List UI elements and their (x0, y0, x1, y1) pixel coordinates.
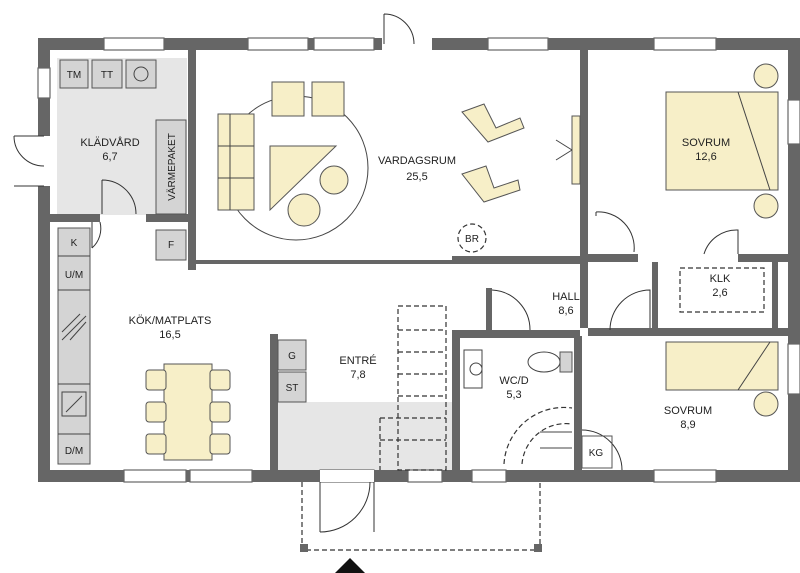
living-room-furniture (217, 81, 581, 253)
doors (13, 13, 739, 533)
porch (300, 482, 542, 573)
room-name-klk: KLK (710, 273, 731, 285)
room-name-vardagsrum: VARDAGSRUM (378, 155, 456, 167)
interior-walls (50, 50, 788, 470)
laundry-fixtures (59, 59, 187, 261)
room-name-hall: HALL (552, 291, 580, 303)
f-label: F (168, 240, 174, 251)
room-area-entre: 7,8 (350, 369, 365, 381)
room-name-kok: KÖK/MATPLATS (129, 315, 212, 327)
br-label: BR (465, 234, 479, 245)
room-area-wcd: 5,3 (506, 389, 521, 401)
g-label: G (288, 351, 296, 362)
tt-label: TT (101, 70, 113, 81)
tm-label: TM (67, 70, 81, 81)
k-label: K (71, 238, 78, 249)
kg-label: KG (589, 448, 604, 459)
room-area-kladvard: 6,7 (102, 151, 117, 163)
kitchen-counter (57, 227, 91, 465)
varmepaket-label: VÄRMEPAKET (166, 133, 178, 201)
dining-table (145, 363, 231, 461)
room-area-klk: 2,6 (712, 287, 727, 299)
bathroom-fixtures (463, 349, 573, 465)
room-area-sovrum-top: 12,6 (695, 151, 716, 163)
room-name-kladvard: KLÄDVÅRD (80, 136, 139, 149)
st-label: ST (286, 383, 299, 394)
room-area-sovrum-bottom: 8,9 (680, 419, 695, 431)
um-label: U/M (65, 270, 83, 281)
closet (679, 267, 765, 313)
staircase (379, 305, 447, 471)
windows (37, 37, 800, 483)
room-area-kok: 16,5 (159, 329, 180, 341)
entrance-wardrobe (277, 339, 307, 403)
dm-label: D/M (65, 446, 83, 457)
bedroom-bottom-furniture (665, 341, 779, 417)
room-name-entre: ENTRÉ (339, 354, 376, 367)
room-name-sovrum-bottom: SOVRUM (664, 405, 712, 417)
room-name-wcd: WC/D (499, 375, 528, 387)
room-name-sovrum-top: SOVRUM (682, 137, 730, 149)
kg-cabinet (581, 435, 613, 469)
room-area-vardagsrum: 25,5 (406, 171, 427, 183)
bedroom-top-furniture (665, 63, 779, 219)
room-area-hall: 8,6 (558, 305, 573, 317)
